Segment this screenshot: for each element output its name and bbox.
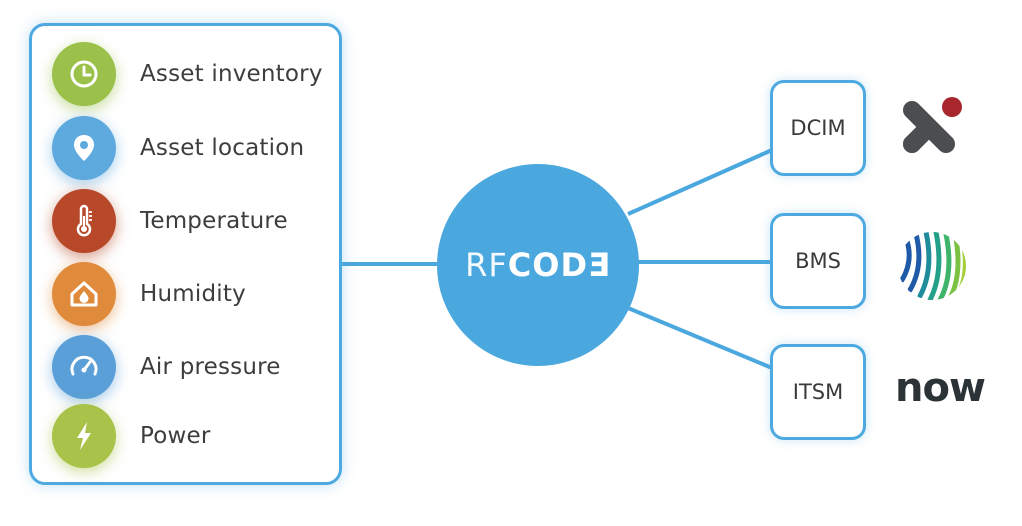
system-label: ITSM — [792, 380, 844, 404]
system-label: BMS — [795, 249, 841, 273]
nlyte-logo — [898, 94, 966, 160]
sensor-item-temperature: Temperature — [52, 187, 332, 255]
location-pin-icon — [52, 116, 116, 180]
clock-icon — [52, 42, 116, 106]
system-label: DCIM — [790, 116, 846, 140]
servicenow-logo: now — [890, 365, 990, 411]
sensor-label: Asset location — [140, 135, 305, 161]
servicenow-logo-text: now — [895, 365, 986, 411]
connector-hub-itsm — [627, 306, 773, 370]
sensor-label: Humidity — [140, 281, 246, 307]
sensor-label: Temperature — [140, 208, 288, 234]
sensor-item-humidity: Humidity — [52, 260, 332, 328]
system-box-dcim: DCIM — [770, 80, 866, 176]
lightning-bolt-icon — [52, 404, 116, 468]
thermometer-icon — [52, 189, 116, 253]
system-box-bms: BMS — [770, 213, 866, 309]
sensor-label: Asset inventory — [140, 61, 323, 87]
system-box-itsm: ITSM — [770, 344, 866, 440]
sensor-item-asset-location: Asset location — [52, 114, 332, 182]
house-drop-icon — [52, 262, 116, 326]
sensor-item-asset-inventory: Asset inventory — [52, 40, 332, 108]
sensor-item-air-pressure: Air pressure — [52, 333, 332, 401]
rfcode-hub: RFCODƎ — [437, 164, 639, 366]
sensor-label: Power — [140, 423, 211, 449]
rfcode-logo: RFCODƎ — [465, 246, 611, 284]
sensor-panel: Asset inventory Asset location — [29, 23, 342, 485]
gauge-icon — [52, 335, 116, 399]
johnson-controls-logo — [896, 230, 968, 302]
sensor-item-power: Power — [52, 402, 332, 470]
sensor-label: Air pressure — [140, 354, 281, 380]
connector-hub-dcim — [627, 148, 773, 216]
rfcode-logo-code: CODƎ — [507, 246, 611, 284]
rfcode-logo-rf: RF — [465, 246, 508, 284]
